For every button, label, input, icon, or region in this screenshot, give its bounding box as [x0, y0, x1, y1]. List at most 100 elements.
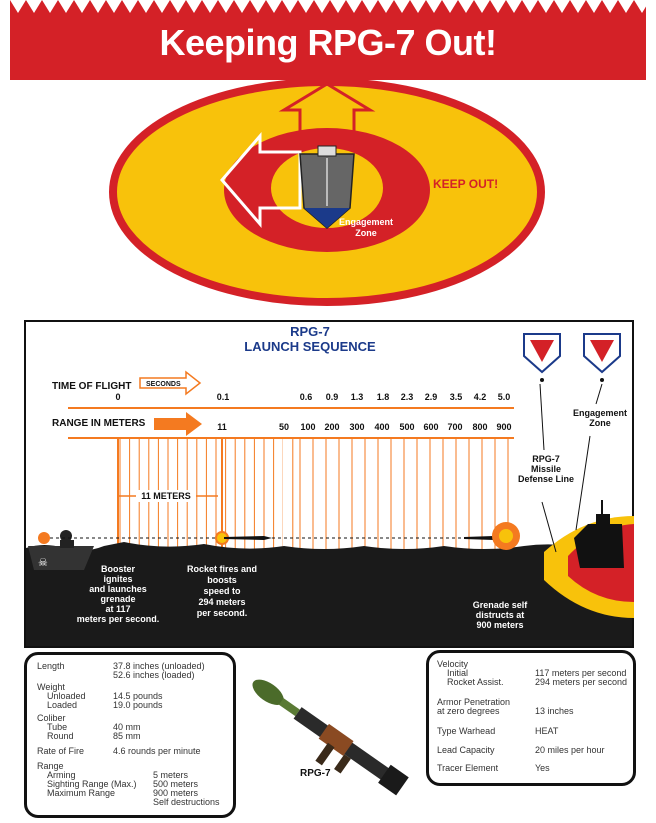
velocity-rocket-value: 294 meters per second: [535, 677, 628, 687]
time-tick-label: 0.6: [300, 392, 313, 402]
range-tick-label: 200: [324, 422, 339, 432]
banner-tooth: [122, 0, 138, 13]
self-destruct-text-line: distructs at: [476, 610, 525, 620]
velocity-rocket-label: Rocket Assist.: [447, 677, 504, 687]
range-tick-label: 900: [496, 422, 511, 432]
range-gridlines: [117, 438, 509, 570]
insignia-icon-left: [523, 333, 561, 374]
time-tick-label: 0.1: [217, 392, 230, 402]
engagement-zone-text: Zone: [589, 418, 611, 428]
title-banner: [10, 0, 646, 80]
banner-tooth: [186, 0, 202, 13]
weight-unloaded-label: Unloaded: [47, 691, 86, 701]
banner-tooth: [586, 0, 602, 13]
tracer-value: Yes: [535, 763, 550, 773]
armor-label-1: Armor Penetration: [437, 697, 511, 707]
rate-value: 4.6 rounds per minute: [113, 746, 201, 756]
page-title: Keeping RPG-7 Out!: [159, 22, 497, 63]
self-destruct-text-line: 900 meters: [476, 620, 523, 630]
banner-tooth: [522, 0, 538, 13]
range-tick-label: 400: [374, 422, 389, 432]
banner-tooth: [538, 0, 554, 13]
insignia-icon-right: [583, 333, 621, 374]
banner-tooth: [170, 0, 186, 13]
banner-tooth: [362, 0, 378, 13]
weight-loaded-label: Loaded: [47, 700, 78, 710]
zone-illustration: KEEP OUT! Engagement Zone: [109, 80, 545, 306]
diagram-heading-2: LAUNCH SEQUENCE: [244, 339, 376, 354]
banner-tooth: [154, 0, 170, 13]
range-arming-label: Arming: [47, 770, 76, 780]
booster-text-line: and launches: [89, 584, 147, 594]
time-tick-label: 0: [115, 392, 120, 402]
banner-tooth: [250, 0, 266, 13]
armor-value: 13 inches: [535, 706, 574, 716]
skull-icon: ☠: [38, 556, 48, 569]
banner-tooth: [138, 0, 154, 13]
rocket-text-line: 294 meters: [198, 597, 245, 607]
range-tick-label: 50: [279, 422, 289, 432]
range-sighting-label: Sighting Range (Max.): [47, 779, 137, 789]
warhead-label: Type Warhead: [437, 726, 496, 736]
banner-tooth: [378, 0, 394, 13]
banner-tooth: [74, 0, 90, 13]
banner-tooth: [26, 0, 42, 13]
water-area: [26, 542, 632, 646]
keep-out-label: KEEP OUT!: [433, 177, 498, 191]
range-tick-label: 800: [472, 422, 487, 432]
ship-silhouette: [574, 500, 624, 568]
lead-capacity-label: Lead Capacity: [437, 745, 495, 755]
boat-icon: [28, 530, 94, 570]
banner-tooth: [314, 0, 330, 13]
rpg-weapon-illustration: [252, 679, 409, 796]
range-tick-label: 300: [349, 422, 364, 432]
time-tick-label: 5.0: [498, 392, 511, 402]
velocity-label: Velocity: [437, 659, 469, 669]
banner-tooth: [554, 0, 570, 13]
banner-tooth: [346, 0, 362, 13]
defense-line-text: Defense Line: [518, 474, 574, 484]
seconds-arrow-icon: [139, 370, 202, 396]
booster-text-line: grenade: [100, 594, 135, 604]
banner-tooth: [618, 0, 634, 13]
banner-tooth: [10, 0, 26, 13]
caliber-tube-label: Tube: [47, 722, 68, 732]
banner-tooth: [218, 0, 234, 13]
time-tick-label: 0.9: [326, 392, 339, 402]
banner-tooth: [234, 0, 250, 13]
banner-tooth: [202, 0, 218, 13]
launch-burst: [38, 532, 50, 544]
engagement-zone-label-1: Engagement: [339, 217, 393, 227]
up-arrow-icon: [278, 82, 376, 142]
banner-tooth: [106, 0, 122, 13]
booster-text-line: at 117: [105, 604, 130, 614]
ship-icon: [299, 145, 355, 229]
banner-tooth: [570, 0, 586, 13]
range-maximum-label: Maximum Range: [47, 788, 116, 798]
engagement-zone-label-2: Zone: [355, 228, 377, 238]
time-tick-label: 3.5: [450, 392, 463, 402]
launch-sequence-diagram: ☠ RPG-7 LAUNCH SEQUENCE TIME OF FLIGHT S…: [24, 320, 634, 648]
tracer-label: Tracer Element: [437, 763, 499, 773]
banner-tooth: [506, 0, 522, 13]
range-tick-label: 700: [447, 422, 462, 432]
range-tick-label: 11: [217, 422, 227, 432]
velocity-initial-label: Initial: [447, 668, 469, 678]
weight-unloaded-value: 14.5 pounds: [113, 691, 163, 701]
banner-tooth: [330, 0, 346, 13]
grenade-icon: [464, 536, 500, 540]
booster-text-line: Booster: [101, 564, 136, 574]
banner-tooth: [458, 0, 474, 13]
banner-tooth: [474, 0, 490, 13]
defense-line-text: Missile: [531, 464, 561, 474]
banner-tooth: [266, 0, 282, 13]
range-label: Range: [37, 761, 64, 771]
banner-tooth: [394, 0, 410, 13]
left-arrow-icon: [220, 131, 302, 229]
lead-capacity-value: 20 miles per hour: [535, 745, 605, 755]
banner-tooth: [90, 0, 106, 13]
